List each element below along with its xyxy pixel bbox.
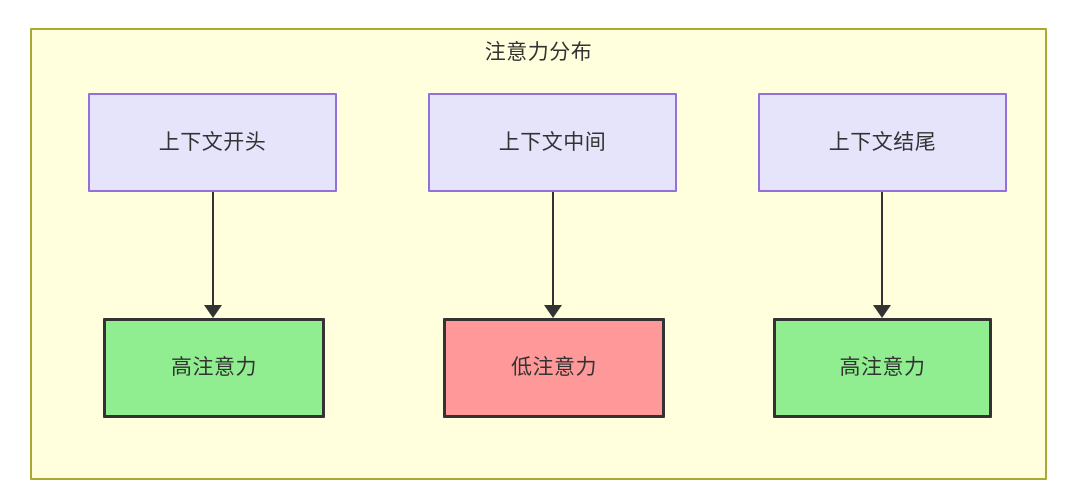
node-label: 上下文开头 [158, 130, 267, 154]
node-label: 高注意力 [839, 356, 926, 379]
node-context-start[interactable]: 上下文开头 [88, 93, 337, 192]
node-label: 低注意力 [511, 356, 597, 379]
node-label: 高注意力 [171, 356, 257, 379]
node-context-middle[interactable]: 上下文中间 [428, 93, 677, 192]
subgraph-title: 注意力分布 [484, 41, 593, 64]
node-label: 上下文结尾 [828, 130, 937, 154]
node-attention-low-middle[interactable]: 低注意力 [443, 318, 665, 418]
node-label: 上下文中间 [498, 130, 607, 154]
node-attention-high-start[interactable]: 高注意力 [103, 318, 325, 418]
node-context-end[interactable]: 上下文结尾 [758, 93, 1007, 192]
node-attention-high-end[interactable]: 高注意力 [773, 318, 992, 418]
